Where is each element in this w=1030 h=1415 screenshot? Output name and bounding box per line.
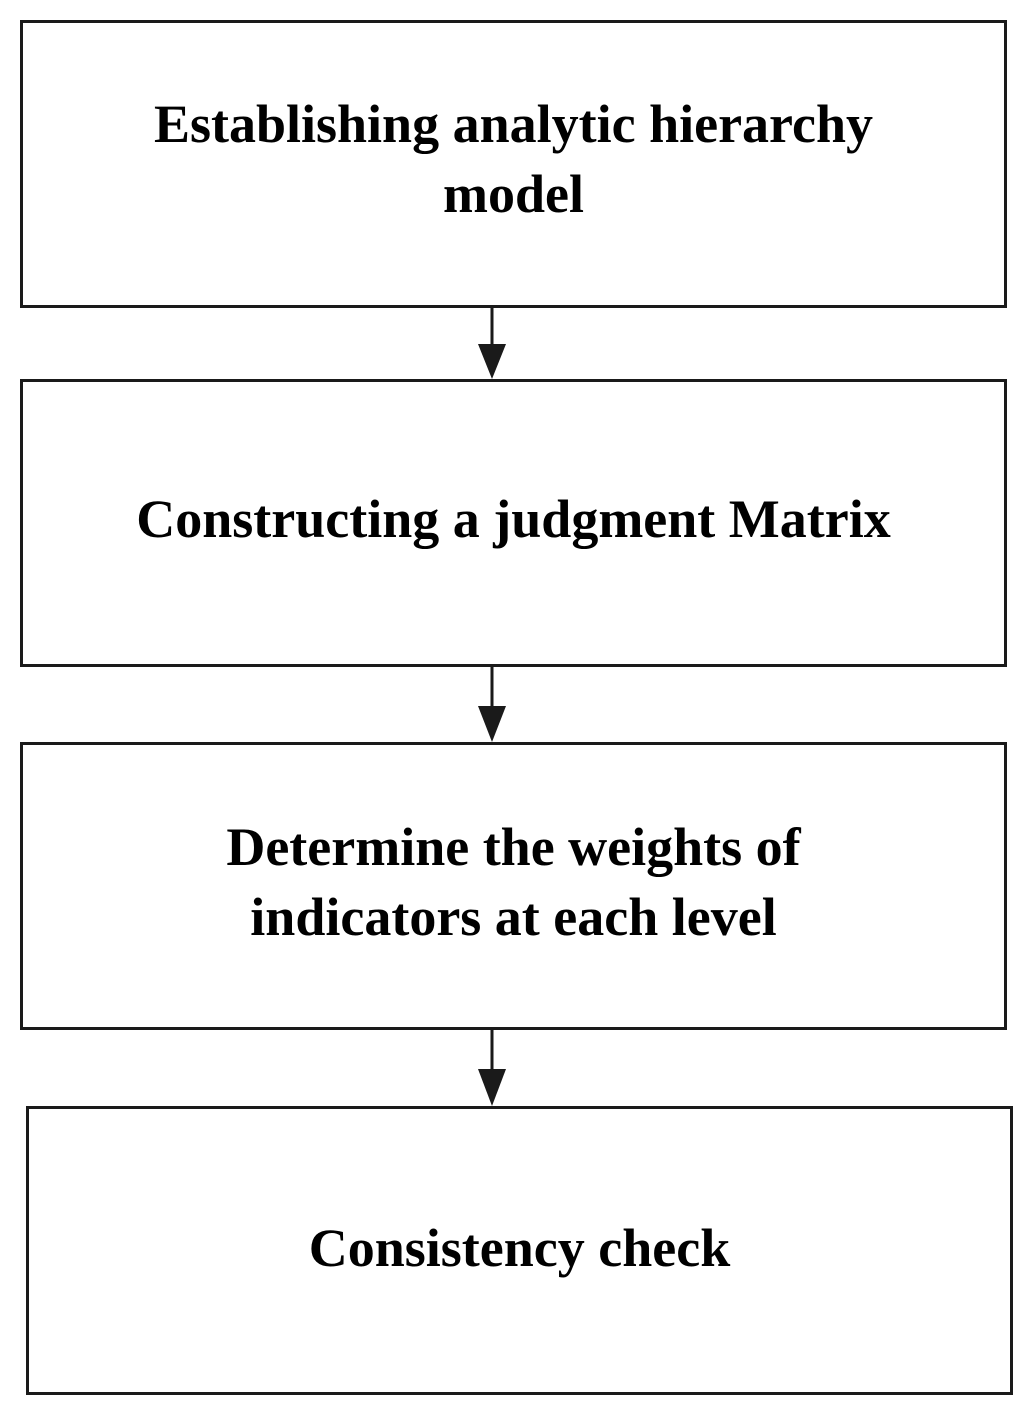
flow-step-determine-weights: Determine the weights of indicators at e… bbox=[20, 742, 1007, 1030]
flow-step-label: Consistency check bbox=[308, 1217, 731, 1278]
flow-step-label: Constructing a judgment Matrix bbox=[136, 489, 891, 549]
flow-step-label: Determine the weights of indicators at e… bbox=[226, 817, 801, 947]
arrow-step2-to-step3 bbox=[478, 667, 506, 742]
flow-step-establish-model: Establishing analytic hierarchy model bbox=[20, 20, 1007, 308]
flow-step-consistency-check: Consistency check bbox=[26, 1106, 1013, 1395]
arrow-step1-to-step2 bbox=[478, 308, 506, 379]
flow-step-judgment-matrix: Constructing a judgment Matrix bbox=[20, 379, 1007, 667]
flow-step-label: Establishing analytic hierarchy model bbox=[153, 94, 874, 224]
arrow-step3-to-step4 bbox=[478, 1030, 506, 1106]
